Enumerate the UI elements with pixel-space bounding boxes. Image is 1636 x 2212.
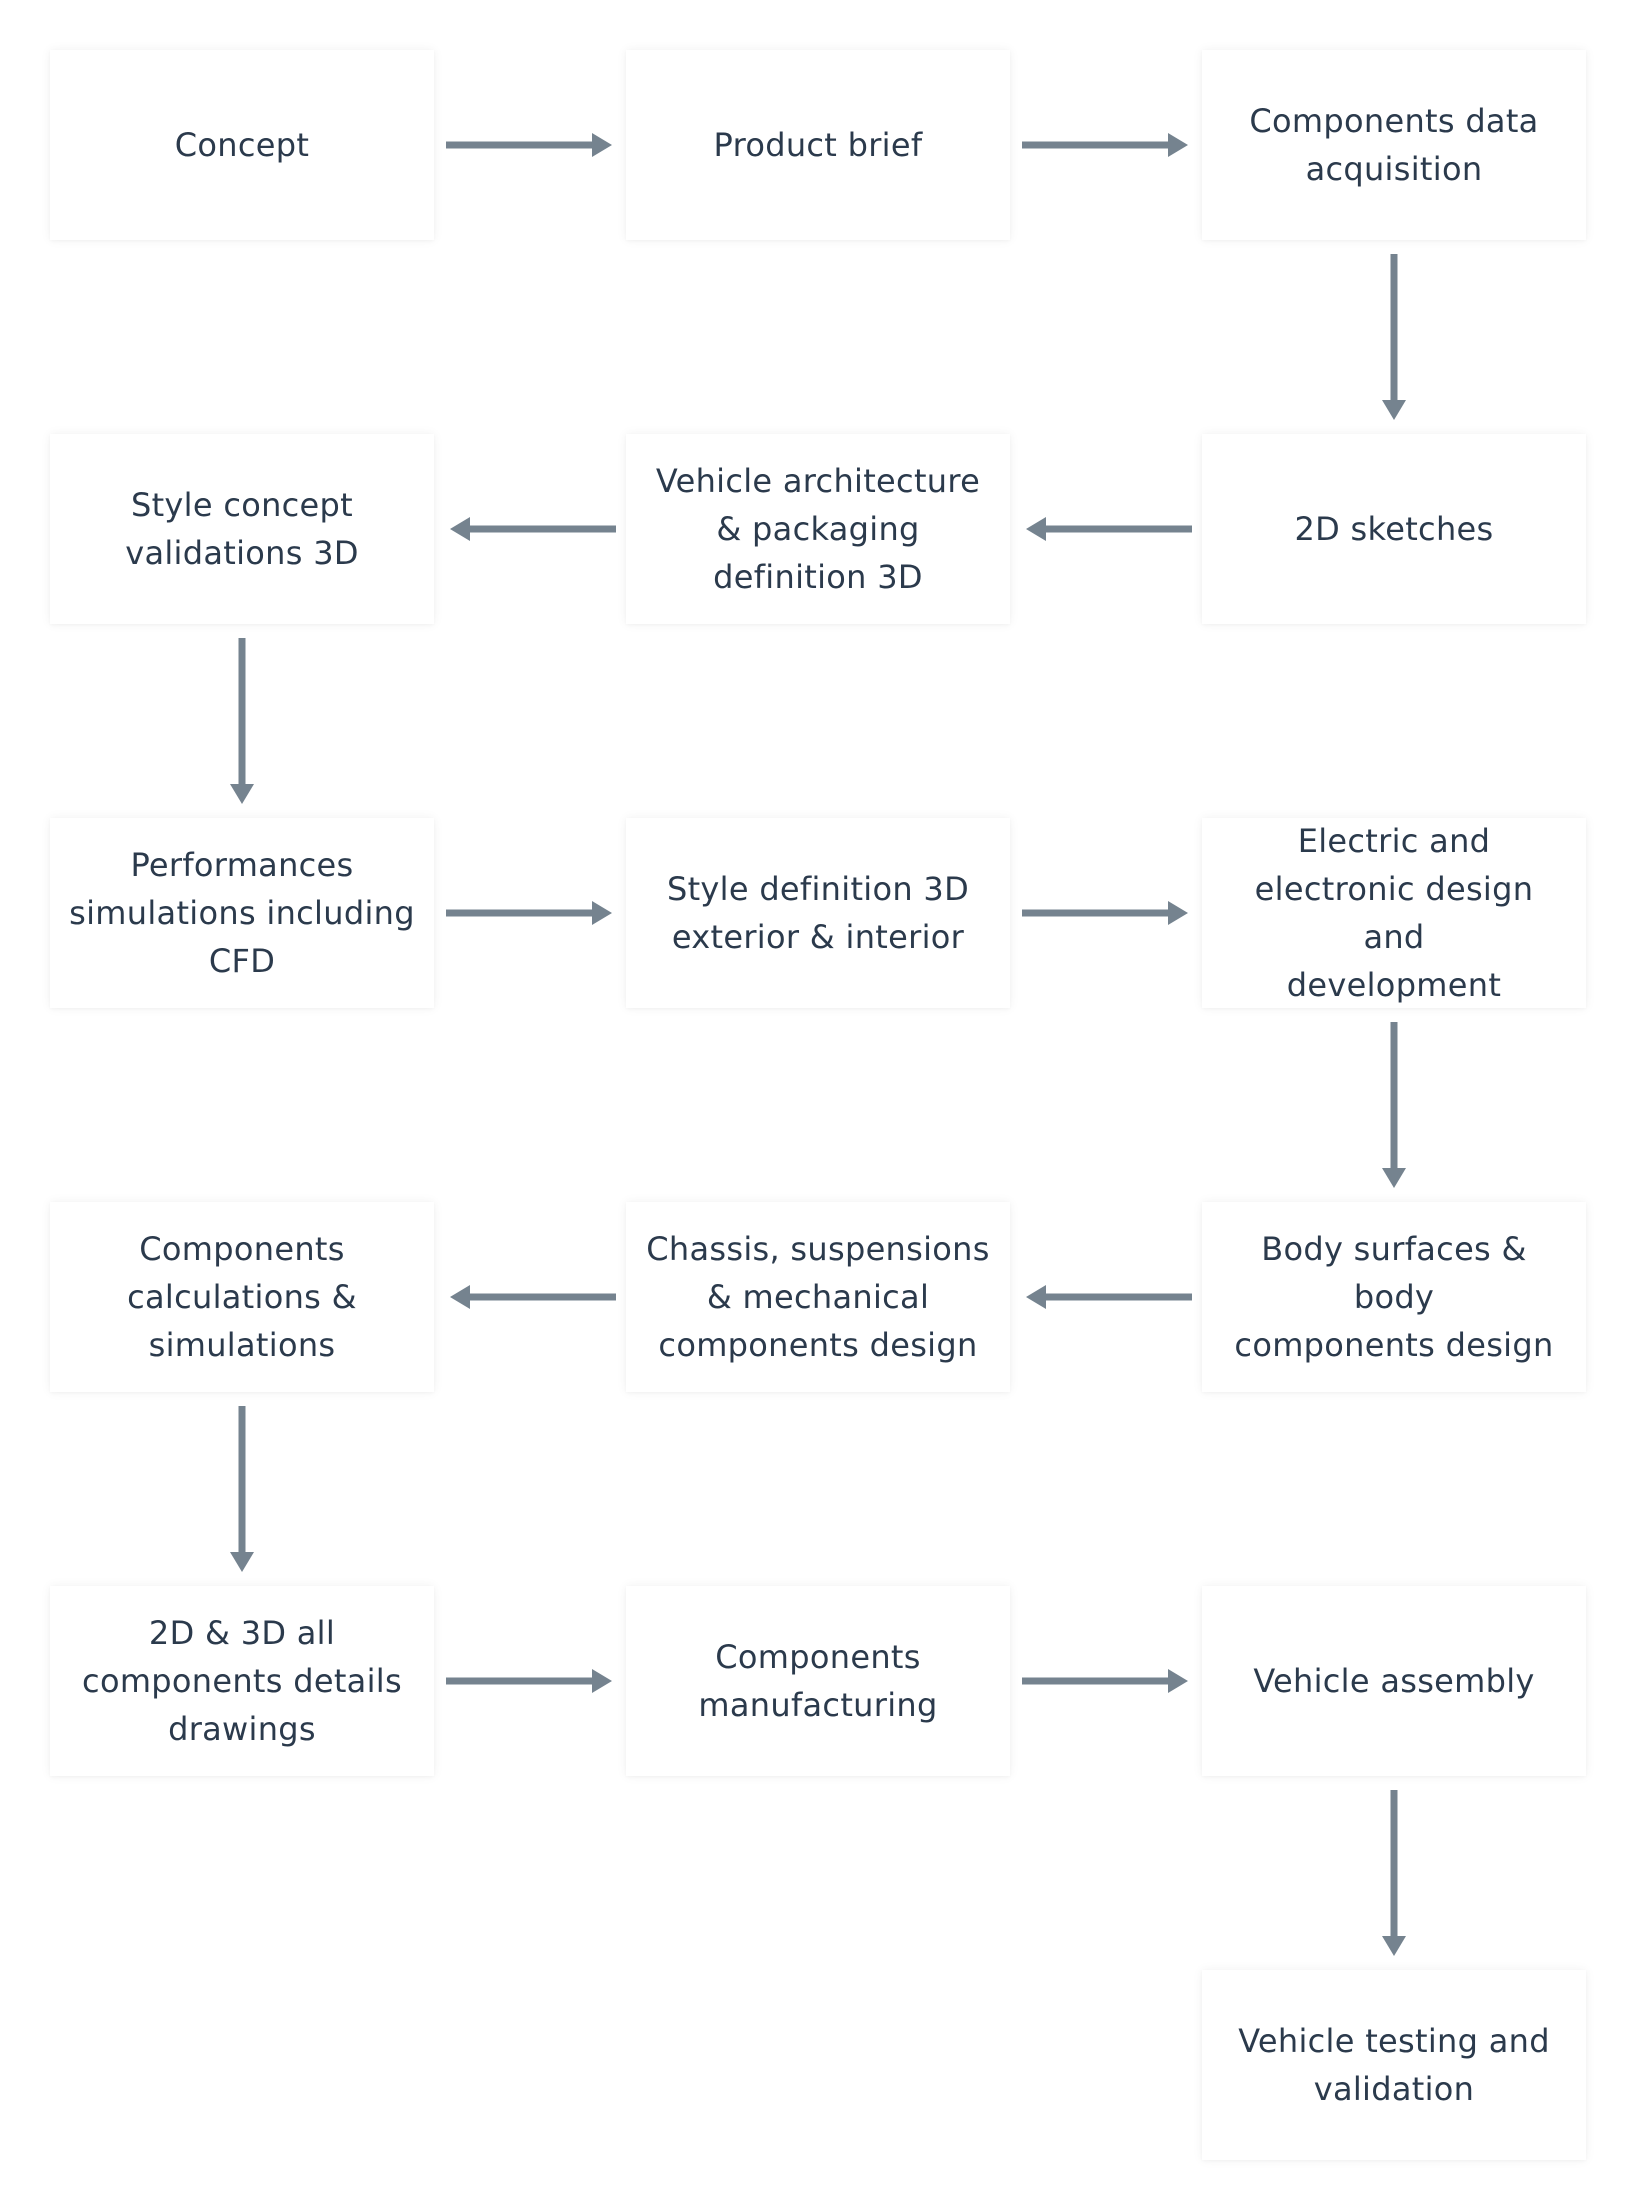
node-label: Vehicle assembly bbox=[1253, 1662, 1535, 1700]
arrow-vehicle-architecture-to-style-concept-validations bbox=[450, 517, 616, 541]
arrow-components-calculations-to-2d-3d-drawings bbox=[230, 1406, 254, 1572]
node-chassis-suspensions: Chassis, suspensions & mechanical compon… bbox=[626, 1202, 1010, 1392]
arrow-electric-electronic-design-to-body-surfaces bbox=[1382, 1022, 1406, 1188]
node-label: Vehicle testing and validation bbox=[1238, 2022, 1550, 2108]
node-concept: Concept bbox=[50, 50, 434, 240]
node-label: Body surfaces & body components design bbox=[1234, 1230, 1554, 1364]
node-vehicle-testing: Vehicle testing and validation bbox=[1202, 1970, 1586, 2160]
node-style-definition-3d: Style definition 3D exterior & interior bbox=[626, 818, 1010, 1008]
node-label: Components calculations & simulations bbox=[127, 1230, 357, 1364]
arrow-style-definition-to-electric-electronic-design bbox=[1022, 901, 1188, 925]
node-label: Components data acquisition bbox=[1249, 102, 1539, 188]
node-label: Performances simulations including CFD bbox=[69, 846, 415, 980]
node-label: Chassis, suspensions & mechanical compon… bbox=[646, 1230, 990, 1364]
node-components-manufacturing: Components manufacturing bbox=[626, 1586, 1010, 1776]
node-label: Concept bbox=[174, 126, 310, 164]
arrow-2d-sketches-to-vehicle-architecture bbox=[1026, 517, 1192, 541]
node-electric-electronic-design: Electric and electronic design and devel… bbox=[1202, 818, 1586, 1008]
node-vehicle-assembly: Vehicle assembly bbox=[1202, 1586, 1586, 1776]
node-label: Style concept validations 3D bbox=[125, 486, 359, 572]
node-2d-3d-drawings: 2D & 3D all components details drawings bbox=[50, 1586, 434, 1776]
arrow-vehicle-assembly-to-vehicle-testing bbox=[1382, 1790, 1406, 1956]
arrow-components-data-acquisition-to-2d-sketches bbox=[1382, 254, 1406, 420]
arrow-product-brief-to-components-data-acquisition bbox=[1022, 133, 1188, 157]
node-label: Electric and electronic design and devel… bbox=[1254, 822, 1534, 1004]
node-product-brief: Product brief bbox=[626, 50, 1010, 240]
arrow-2d-3d-drawings-to-components-manufacturing bbox=[446, 1669, 612, 1693]
node-label: Product brief bbox=[713, 126, 923, 164]
node-label: Components manufacturing bbox=[698, 1638, 938, 1724]
arrow-body-surfaces-to-chassis-suspensions bbox=[1026, 1285, 1192, 1309]
node-style-concept-validations-3d: Style concept validations 3D bbox=[50, 434, 434, 624]
arrow-chassis-suspensions-to-components-calculations bbox=[450, 1285, 616, 1309]
arrow-performances-simulations-to-style-definition bbox=[446, 901, 612, 925]
node-2d-sketches: 2D sketches bbox=[1202, 434, 1586, 624]
node-components-calculations: Components calculations & simulations bbox=[50, 1202, 434, 1392]
node-body-surfaces: Body surfaces & body components design bbox=[1202, 1202, 1586, 1392]
node-label: 2D sketches bbox=[1294, 510, 1494, 548]
node-components-data-acquisition: Components data acquisition bbox=[1202, 50, 1586, 240]
node-label: 2D & 3D all components details drawings bbox=[82, 1614, 402, 1748]
arrow-style-concept-validations-to-performances-simulations bbox=[230, 638, 254, 804]
node-performances-simulations: Performances simulations including CFD bbox=[50, 818, 434, 1008]
node-label: Style definition 3D exterior & interior bbox=[666, 870, 970, 956]
node-label: Vehicle architecture & packaging definit… bbox=[655, 462, 981, 596]
arrow-concept-to-product-brief bbox=[446, 133, 612, 157]
node-vehicle-architecture: Vehicle architecture & packaging definit… bbox=[626, 434, 1010, 624]
arrow-components-manufacturing-to-vehicle-assembly bbox=[1022, 1669, 1188, 1693]
